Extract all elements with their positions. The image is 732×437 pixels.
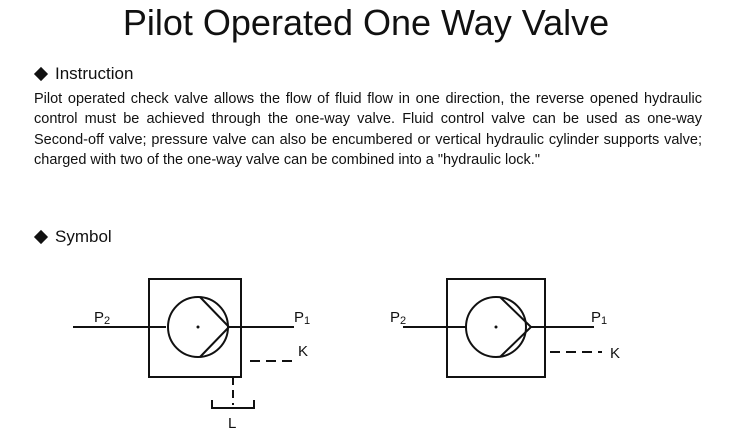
page-title: Pilot Operated One Way Valve	[122, 2, 610, 43]
ball-center-dot-right	[494, 325, 498, 329]
instruction-heading-label: Instruction	[55, 64, 134, 83]
p1-label-right: P1	[591, 309, 607, 327]
instruction-heading: Instruction	[33, 64, 134, 84]
p1-label-left: P1	[294, 309, 310, 327]
symbol-right	[403, 278, 602, 378]
p2-label-right: P2	[390, 309, 406, 327]
diamond-bullet-icon	[33, 66, 49, 82]
check-seat-right	[499, 296, 533, 358]
symbol-left	[73, 278, 294, 409]
valve-symbols: P2 P1 K L P2 P1 K	[73, 278, 620, 432]
ball-center-dot-left	[196, 325, 200, 329]
p2-label-left: P2	[94, 309, 110, 327]
l-label-left: L	[228, 415, 236, 432]
diamond-bullet-icon	[33, 229, 49, 245]
symbol-heading: Symbol	[33, 227, 112, 247]
check-ball-right	[465, 296, 527, 358]
instruction-text: Pilot operated check valve allows the fl…	[34, 91, 702, 169]
symbol-heading-label: Symbol	[55, 227, 112, 246]
k-label-left: K	[298, 343, 308, 360]
drain-tank-left	[211, 400, 255, 409]
k-label-right: K	[610, 345, 620, 362]
check-seat-left	[199, 296, 231, 358]
